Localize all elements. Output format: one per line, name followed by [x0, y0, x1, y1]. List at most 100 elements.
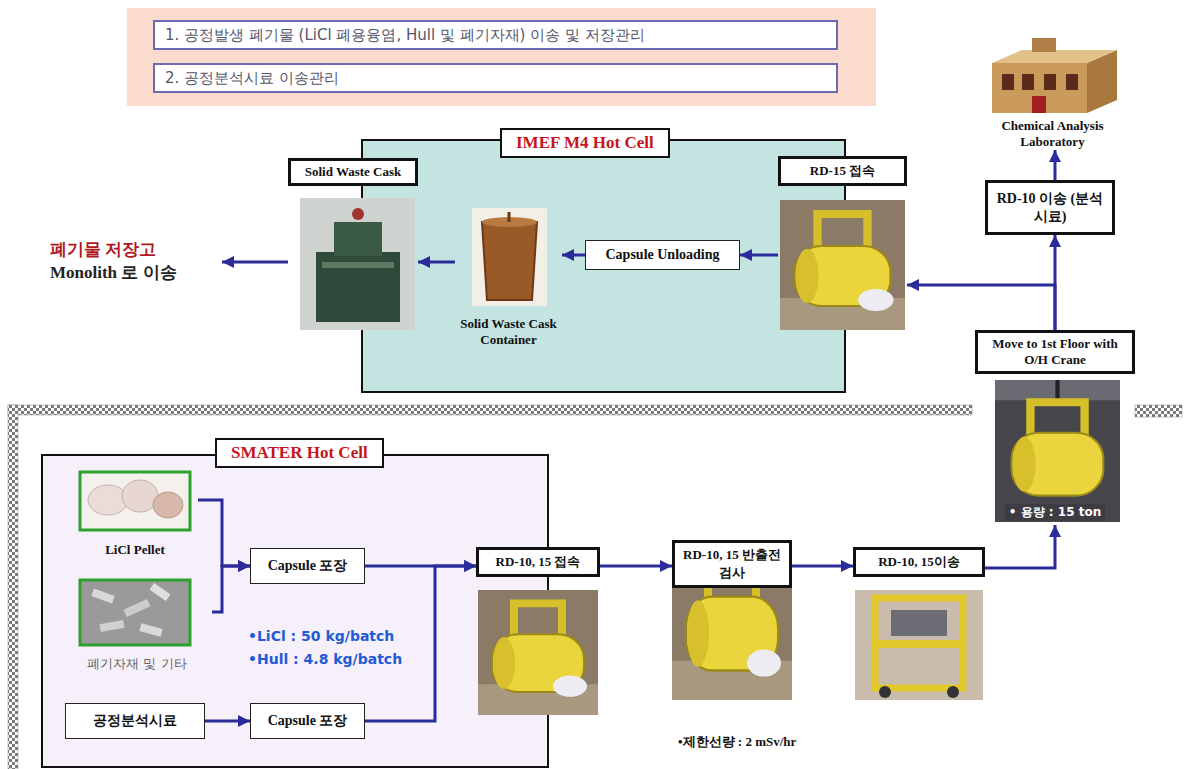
- process-box: 공정분석시료: [65, 703, 205, 739]
- solid-waste-cask-photo: [300, 198, 415, 330]
- flow-arrow: [562, 254, 585, 257]
- laboratory-icon: [1044, 74, 1056, 90]
- equipment-photo-box: RD-15 접속: [778, 156, 907, 332]
- box-label: Capsule Unloading: [606, 247, 720, 263]
- photo-label: RD-10, 15이송: [853, 547, 985, 577]
- cask-photo: [672, 540, 792, 700]
- flow-arrow: [212, 566, 250, 612]
- equipment-photo-box: Solid Waste Cask: [288, 158, 418, 332]
- equipment-photo-box: Solid Waste Cask Container: [455, 205, 562, 348]
- licl-pellet-photo: [80, 472, 190, 530]
- patterned-border: [1135, 405, 1182, 417]
- equipment-photo-box: RD-10, 15이송: [853, 547, 985, 702]
- flow-arrow: [198, 500, 250, 566]
- laboratory-icon: [992, 63, 1087, 113]
- cask-photo: [478, 590, 598, 715]
- flow-arrow: [907, 285, 1055, 330]
- material-photo-box: LiCl Pellet: [72, 470, 198, 558]
- laboratory: Chemical Analysis Laboratory: [975, 35, 1130, 150]
- flow-arrow: [222, 261, 288, 264]
- waste-material-photo: [124, 599, 151, 617]
- photo-caption: 폐기자재 및 기타: [87, 655, 186, 673]
- process-box: Capsule Unloading: [585, 240, 740, 270]
- solid-waste-cask-photo: [300, 198, 415, 330]
- licl-pellet-photo: [153, 492, 183, 518]
- solid-waste-cask-photo: [334, 222, 382, 256]
- flow-arrow: [600, 565, 672, 568]
- photo-caption: Solid Waste Cask Container: [455, 316, 562, 348]
- photo-label: Solid Waste Cask: [288, 158, 418, 186]
- hot-cell-region: [42, 455, 548, 767]
- photo-caption: Chemical Analysis Laboratory: [975, 118, 1130, 150]
- batch-note: •Hull : 4.8 kg/batch: [248, 651, 402, 667]
- destination-text: 폐기물 저장고Monolith 로 이송: [50, 238, 222, 288]
- capacity-note: • 용량 : 15 ton: [1005, 504, 1105, 521]
- region-title: IMEF M4 Hot Cell: [500, 128, 670, 158]
- cask-container-photo: [508, 212, 511, 222]
- photo-label: Move to 1st Floor with O/H Crane: [975, 330, 1135, 374]
- flow-arrow: [740, 254, 778, 257]
- licl-pellet-photo: [80, 472, 190, 530]
- box-label: 공정분석시료: [93, 712, 177, 730]
- laboratory-icon: [1032, 96, 1046, 113]
- cask-container-photo: [482, 222, 537, 300]
- batch-note: •LiCl : 50 kg/batch: [248, 628, 394, 644]
- waste-material-photo: [91, 588, 114, 603]
- photo-label: RD-10, 15 접속: [476, 547, 600, 577]
- flow-arrow: [985, 525, 1055, 568]
- solid-waste-cask-photo: [316, 252, 400, 322]
- header-box: 2. 공정분석시료 이송관리: [153, 63, 838, 93]
- patterned-border: [8, 405, 972, 415]
- licl-pellet-photo: [88, 485, 128, 515]
- equipment-photo-box: Move to 1st Floor with O/H Crane • 용량 : 1…: [975, 330, 1135, 525]
- process-box: Capsule 포장: [250, 703, 365, 739]
- waste-material-photo: [139, 623, 162, 636]
- laboratory-icon: [1002, 74, 1014, 90]
- dose-note: •제한선량 : 2 mSv/hr: [678, 733, 796, 751]
- waste-material-photo: [150, 583, 171, 601]
- laboratory-icon: [992, 38, 1117, 113]
- header-banner: [127, 8, 876, 106]
- hot-cell: IMEF M4 Hot CellSolid Waste CaskSolid Wa…: [362, 140, 845, 392]
- equipment-photo-box: RD-10, 15 접속: [476, 547, 600, 717]
- flow-arrow: [1054, 150, 1057, 180]
- cask-container-photo: [472, 208, 547, 306]
- photo-label: RD-15 접속: [778, 156, 907, 186]
- cart-photo: [855, 590, 983, 700]
- flow-arrow: [792, 565, 853, 568]
- process-box: RD-10 이송 (분석시료): [985, 180, 1115, 235]
- destination-label: 폐기물 저장고: [50, 238, 222, 261]
- header-text: 1. 공정발생 폐기물 (LiCl 폐용융염, Hull 및 폐기자재) 이송 …: [165, 26, 645, 45]
- solid-waste-cask-photo: [322, 262, 394, 268]
- licl-pellet-photo: [122, 480, 158, 512]
- solid-waste-cask-photo: [352, 208, 364, 220]
- crane-cask-photo: [995, 380, 1120, 522]
- flow-arrow: [418, 261, 455, 264]
- waste-material-photo: [99, 620, 124, 632]
- box-label: Capsule 포장: [268, 712, 348, 730]
- material-photo-box: 폐기자재 및 기타: [62, 578, 212, 673]
- header-box: 1. 공정발생 폐기물 (LiCl 폐용융염, Hull 및 폐기자재) 이송 …: [153, 20, 838, 50]
- waste-material-photo: [80, 580, 190, 645]
- header-text: 2. 공정분석시료 이송관리: [165, 69, 339, 88]
- cask-photo: [780, 200, 905, 330]
- process-box: Capsule 포장: [250, 548, 365, 584]
- patterned-border: [8, 405, 1182, 769]
- box-label: Capsule 포장: [268, 557, 348, 575]
- hot-cell-region: [362, 140, 845, 392]
- flow-arrow: [205, 720, 250, 723]
- laboratory-icon: [1066, 74, 1078, 90]
- laboratory-icon: [1032, 38, 1056, 52]
- equipment-photo-box: RD-10, 15 반출전 검사: [672, 540, 792, 702]
- patterned-border: [8, 405, 18, 769]
- hot-cell: SMATER Hot CellLiCl Pellet폐기자재 및 기타Capsu…: [42, 455, 548, 767]
- box-label: RD-10 이송 (분석시료): [994, 190, 1106, 226]
- laboratory-icon: [1022, 74, 1034, 90]
- cask-container-photo: [472, 208, 547, 306]
- photo-label: RD-10, 15 반출전 검사: [672, 540, 792, 588]
- destination-label: Monolith 로 이송: [50, 261, 222, 284]
- photo-caption: LiCl Pellet: [105, 542, 165, 558]
